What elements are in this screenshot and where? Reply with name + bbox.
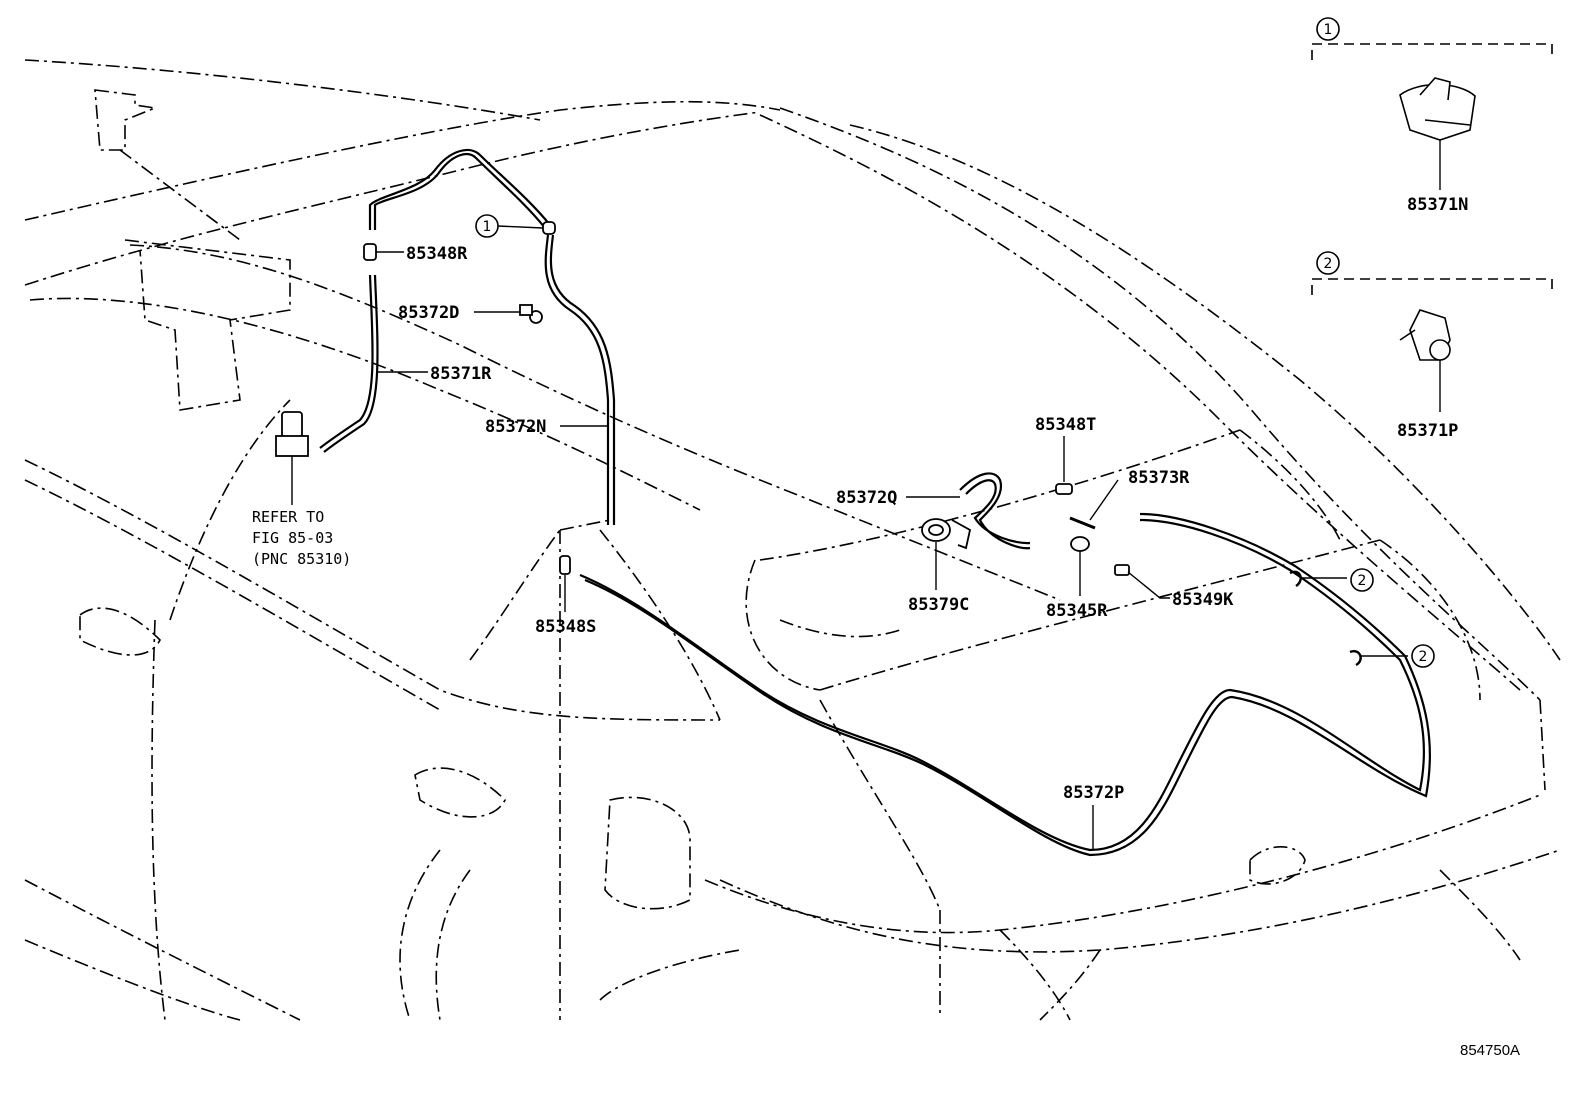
callout-1-circle [475,214,499,238]
refer-note-line3: (PNC 85310) [252,550,351,568]
washer-hoses [319,148,1431,857]
callout-numbers: 1 1 2 2 2 [483,22,1428,665]
grommet-85372d-shape [529,310,543,324]
label-85371n: 85371N [1407,195,1468,215]
callout-2-text-b: 2 [1419,649,1428,665]
label-85372d: 85372D [398,303,459,323]
callout-1-detail-text: 1 [1324,22,1333,38]
callout-2-circle-b [1411,644,1435,668]
callout-1-text: 1 [483,219,492,235]
joint-85348t-shape [1055,483,1073,495]
detail-clip-85371p [1399,309,1451,361]
label-85349k: 85349K [1172,590,1234,610]
refer-note-line2: FIG 85-03 [252,529,333,547]
clip-85371p-b [1349,650,1362,667]
refer-note: REFER TO FIG 85-03 (PNC 85310) [252,508,351,568]
washer-pump-base [275,435,309,457]
clip-85371p-a [1289,570,1302,587]
grommet-85372d-stem [519,304,533,316]
grommet-85345r-shape [1070,536,1090,552]
leader-lines [291,120,1441,850]
nozzle-85349k-shape [1114,564,1130,576]
callout-2-text-a: 2 [1358,573,1367,589]
label-85345r: 85345R [1046,601,1108,621]
cap-85379c-tab [951,519,972,550]
label-85348r: 85348R [406,244,468,264]
label-85371p: 85371P [1397,421,1458,441]
callout-markers [475,17,1435,668]
label-85379c: 85379C [908,595,969,615]
refer-note-line1: REFER TO [252,508,324,526]
label-85372n: 85372N [485,417,546,437]
clip-85371n-shape [542,221,556,235]
callout-2-detail-circle [1316,251,1340,275]
label-85348s: 85348S [535,617,596,637]
label-85371r: 85371R [430,364,492,384]
detail-brackets [1311,43,1553,295]
callout-1-detail-circle [1316,17,1340,41]
label-85373r: 85373R [1128,468,1190,488]
callout-2-circle-a [1350,568,1374,592]
hose-85373r-shape [1069,516,1096,530]
part-labels: 85348R 85372D 85371R 85372N 85348S 85348… [398,195,1468,803]
callout-2-detail-text: 2 [1324,256,1333,272]
label-85372q: 85372Q [836,488,897,508]
detail-clip-85371n [1399,77,1476,141]
label-85348t: 85348T [1035,415,1096,435]
drawing-code: 854750A [1460,1042,1520,1059]
joint-85348r-shape [363,243,377,261]
joint-85348s-shape [559,555,571,575]
label-85372p: 85372P [1063,783,1124,803]
